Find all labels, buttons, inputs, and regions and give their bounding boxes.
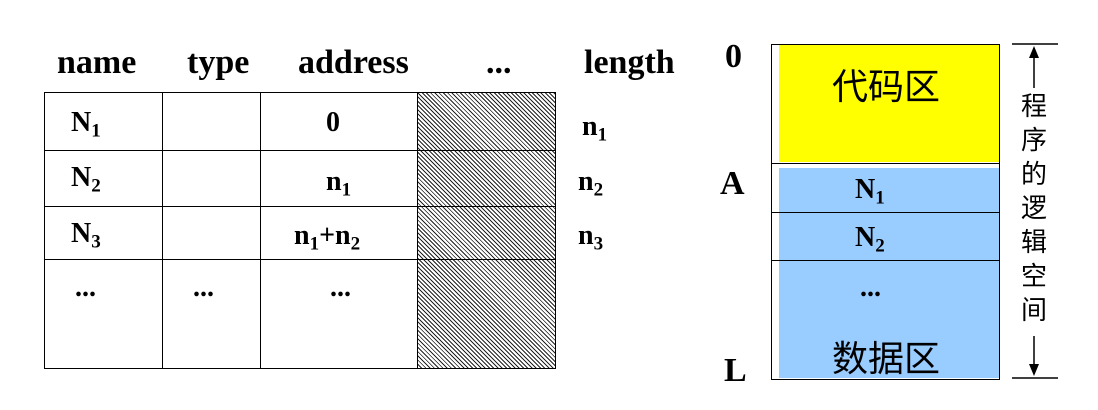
header-ellipsis: ... [486, 44, 512, 81]
row-4-address: ... [330, 272, 351, 303]
marker-l: L [724, 352, 747, 389]
row-1-name: N1 [71, 107, 101, 142]
data-row-divider [771, 260, 1000, 261]
header-type: type [187, 44, 250, 81]
row-divider [44, 150, 556, 151]
column-divider [162, 92, 163, 369]
table-border-right [555, 92, 556, 369]
header-address: address [298, 44, 409, 81]
logical-space-label: 程序的逻辑空间 [1020, 92, 1047, 326]
table-border-top [44, 92, 556, 93]
table-border-left [44, 92, 45, 369]
row-3-address: n1+n2 [294, 220, 361, 255]
data-area-label: 数据区 [832, 339, 941, 380]
row-3-length: n3 [578, 220, 604, 255]
row-divider [44, 206, 556, 207]
header-name: name [57, 44, 137, 81]
row-1-length: n1 [582, 111, 608, 146]
hatched-column [418, 92, 555, 368]
data-row-ellipsis: ... [860, 272, 881, 303]
memory-border-right [999, 44, 1000, 380]
row-1-address: 0 [326, 107, 340, 138]
data-row-n1: N1 [855, 174, 885, 209]
header-length: length [584, 44, 675, 81]
row-3-name: N3 [71, 218, 101, 253]
column-divider [260, 92, 261, 369]
data-row-n2: N2 [855, 222, 885, 257]
code-area [779, 44, 999, 162]
table-border-bottom [44, 368, 556, 369]
row-2-address: n1 [326, 166, 352, 201]
row-divider [44, 259, 556, 260]
memory-border-left [771, 44, 772, 380]
row-2-name: N2 [71, 162, 101, 197]
code-data-boundary [771, 163, 1000, 164]
data-row-divider [771, 212, 1000, 213]
memory-border-bottom [771, 379, 1000, 380]
column-divider [417, 92, 418, 369]
marker-zero: 0 [725, 38, 742, 75]
code-area-label: 代码区 [832, 67, 941, 108]
row-2-length: n2 [578, 166, 604, 201]
row-4-name: ... [75, 272, 96, 303]
row-4-type: ... [193, 272, 214, 303]
span-arrow-icon [1012, 43, 1058, 379]
data-area [779, 168, 999, 378]
memory-border-top [771, 44, 1000, 45]
marker-a: A [720, 165, 745, 202]
